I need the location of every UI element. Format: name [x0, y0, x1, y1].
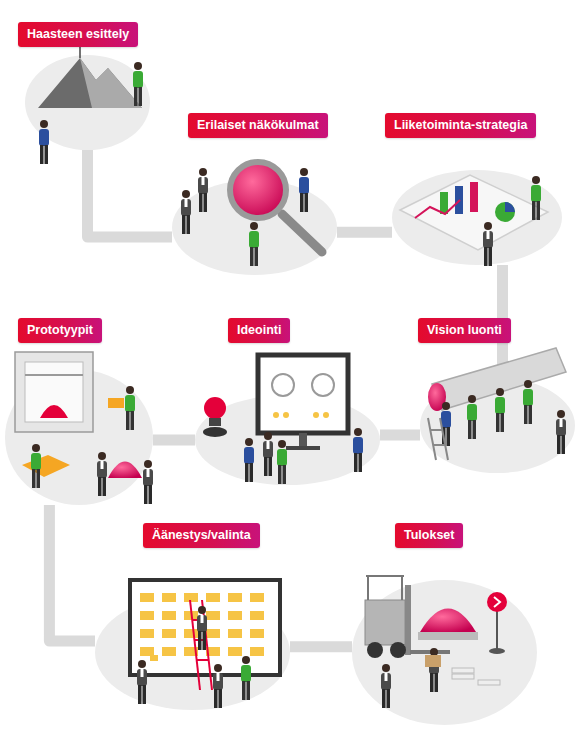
- journey-path: [290, 641, 352, 652]
- stage-platform: Liiketoiminta-strategia: [392, 170, 562, 265]
- stage-tag: Tulokset: [395, 523, 463, 548]
- stage-platform: Ideointi: [195, 395, 380, 485]
- stage-tag: Äänestys/valinta: [143, 523, 260, 548]
- stage-platform: Äänestys/valinta: [95, 595, 290, 710]
- platform-shape: [195, 395, 380, 485]
- stage-tag: Haasteen esittely: [18, 22, 138, 47]
- platform-shape: [25, 55, 150, 150]
- stage-platform: Vision luonti: [420, 378, 575, 473]
- platform-ellipse: [5, 370, 153, 505]
- stage-title: Ideointi: [237, 323, 281, 338]
- stage-title: Erilaiset näkökulmat: [197, 118, 319, 133]
- stage-platform: Prototyypit: [5, 370, 153, 505]
- stage-platform: Tulokset: [352, 580, 537, 725]
- stage-tag: Vision luonti: [418, 318, 511, 343]
- stage-title: Tulokset: [404, 528, 454, 543]
- platform-ellipse: [392, 170, 562, 265]
- platform-ellipse: [25, 55, 150, 150]
- ideation-illustration-part: [272, 374, 294, 396]
- platform-shape: [95, 595, 290, 710]
- journey-path: [49, 505, 95, 641]
- stage-title: Haasteen esittely: [27, 27, 129, 42]
- results-illustration-part: [366, 575, 404, 577]
- stage-platform: Haasteen esittely: [25, 55, 150, 150]
- results-illustration-part: [367, 575, 369, 600]
- ideation-illustration-part: [312, 374, 334, 396]
- stage-title: Liiketoiminta-strategia: [394, 118, 527, 133]
- stage-tag: Liiketoiminta-strategia: [385, 113, 536, 138]
- platform-shape: [5, 370, 153, 505]
- journey-path: [153, 435, 195, 446]
- journey-path: [337, 227, 392, 238]
- platform-ellipse: [420, 378, 575, 473]
- stage-platform: Erilaiset näkökulmat: [172, 180, 337, 275]
- journey-path: [380, 430, 420, 441]
- stage-tag: Prototyypit: [18, 318, 102, 343]
- platform-ellipse: [95, 595, 290, 710]
- stage-title: Äänestys/valinta: [152, 528, 251, 543]
- platform-ellipse: [172, 180, 337, 275]
- platform-shape: [420, 378, 575, 473]
- platform-shape: [352, 580, 537, 725]
- journey-path: [88, 150, 173, 237]
- stage-tag: Ideointi: [228, 318, 290, 343]
- stage-title: Vision luonti: [427, 323, 502, 338]
- platform-ellipse: [352, 580, 537, 725]
- stage-tag: Erilaiset näkökulmat: [188, 113, 328, 138]
- platform-ellipse: [195, 395, 380, 485]
- platform-shape: [172, 180, 337, 275]
- stage-title: Prototyypit: [27, 323, 93, 338]
- platform-shape: [392, 170, 562, 265]
